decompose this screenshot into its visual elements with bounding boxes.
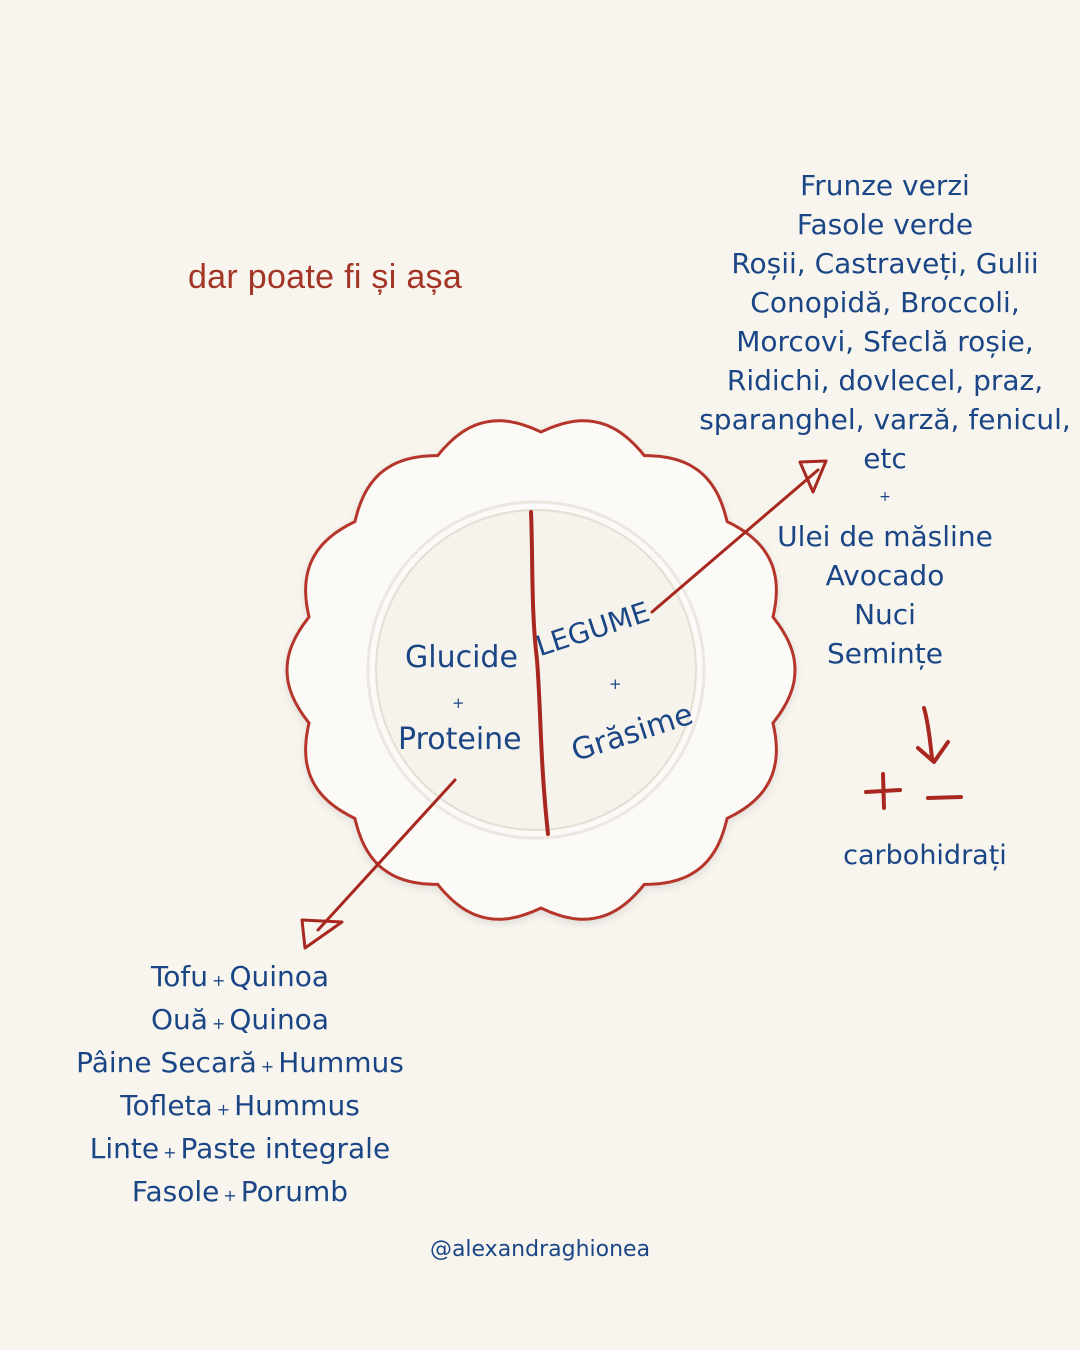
- plate-divider-line: [529, 510, 550, 836]
- list-item: Conopidă, Broccoli,: [750, 286, 1020, 319]
- label-glucide: Glucide: [405, 640, 518, 675]
- arrow-to-vegetables: [650, 468, 820, 614]
- list-item: Ridichi, dovlecel, praz,: [726, 364, 1044, 397]
- list-item: Fasole+Porumb: [131, 1175, 349, 1208]
- list-item: etc: [863, 442, 907, 475]
- list-plus: +: [879, 489, 891, 505]
- list-item: Frunze verzi: [800, 169, 970, 202]
- vegetables-list: Frunze verzi Fasole verde Roșii, Castrav…: [690, 166, 1080, 673]
- list-item: Ulei de măsline: [777, 520, 993, 553]
- arrow-to-combos: [316, 778, 457, 932]
- carbohydrates-label: carbohidrați: [843, 840, 1007, 871]
- combos-list: Tofu+Quinoa Ouă+Quinoa Pâine Secară+Humm…: [40, 957, 440, 1215]
- list-item: Nuci: [854, 598, 916, 631]
- author-handle: @alexandraghionea: [429, 1237, 651, 1262]
- small-down-arrow-icon: [916, 706, 950, 764]
- list-item: Ouă+Quinoa: [151, 1003, 329, 1036]
- plate-well-rim: [366, 500, 706, 840]
- arrow-head-combos-icon: [300, 918, 344, 950]
- list-item: Tofu+Quinoa: [150, 960, 330, 993]
- label-right-plus: +: [609, 675, 622, 693]
- arrow-head-vegetables-icon: [798, 459, 828, 494]
- label-left-plus: +: [452, 694, 465, 712]
- list-item: Semințe: [826, 637, 943, 670]
- minus-sign-icon: [926, 795, 963, 800]
- page-heading: dar poate fi și așa: [187, 258, 463, 296]
- list-item: Roșii, Castraveți, Gulii: [731, 247, 1039, 280]
- plus-sign-icon: [864, 772, 902, 810]
- list-item: Tofleta+Hummus: [120, 1089, 360, 1122]
- list-item: Fasole verde: [796, 208, 974, 241]
- list-item: sparanghel, varză, fenicul,: [699, 403, 1071, 436]
- list-item: Morcovi, Sfeclă roșie,: [736, 325, 1034, 358]
- label-proteine: Proteine: [398, 722, 522, 757]
- list-item: Pâine Secară+Hummus: [76, 1046, 404, 1079]
- list-item: Linte+Paste integrale: [89, 1132, 391, 1165]
- list-item: Avocado: [825, 559, 945, 592]
